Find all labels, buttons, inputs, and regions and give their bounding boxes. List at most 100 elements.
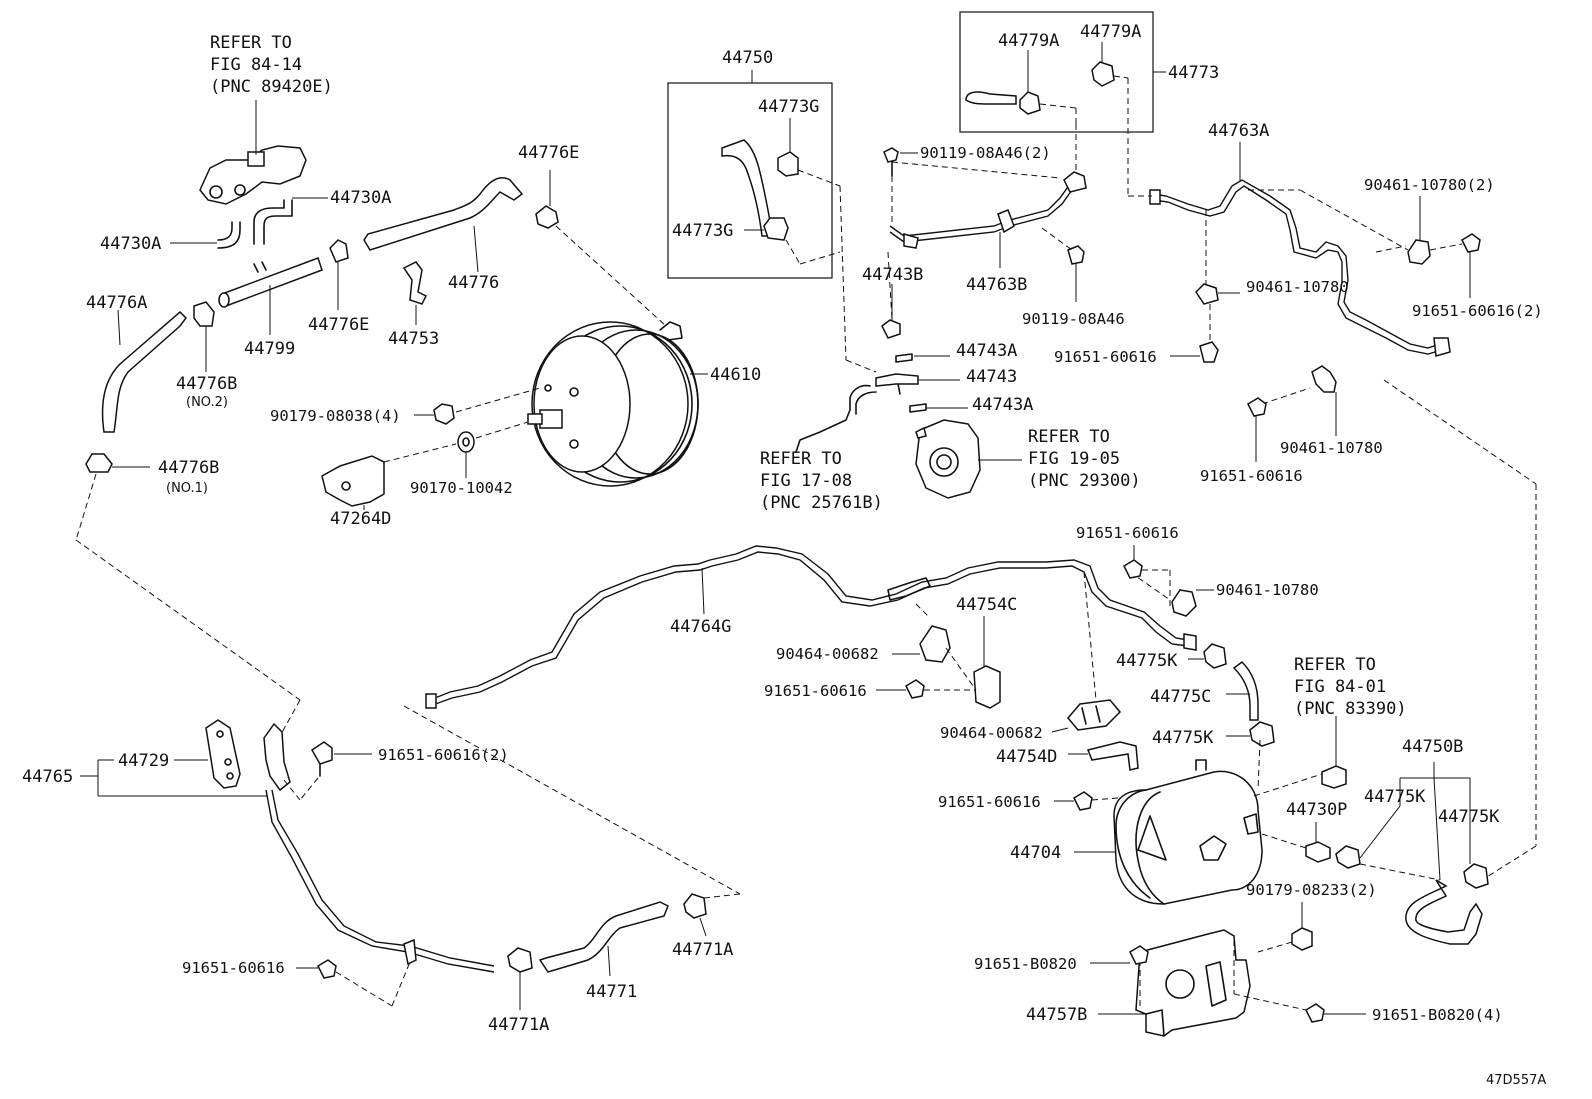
label-91651-60616-e: 91651-60616 bbox=[938, 793, 1041, 811]
label-44757B: 44757B bbox=[1026, 1005, 1087, 1025]
label-44776A: 44776A bbox=[86, 293, 147, 313]
label-44743B: 44743B bbox=[862, 265, 923, 285]
clip-90461-10780-2 bbox=[1407, 196, 1431, 265]
bolt-90119-08A46 bbox=[1067, 245, 1085, 302]
hose-ref-17-08 bbox=[795, 384, 877, 453]
ref-19-05-line2: FIG 19-05 bbox=[1028, 449, 1120, 469]
valve-44743 bbox=[875, 373, 960, 395]
label-44753: 44753 bbox=[388, 329, 439, 349]
label-44775C: 44775C bbox=[1150, 687, 1211, 707]
ref-17-08-line3: (PNC 25761B) bbox=[760, 493, 883, 513]
label-47264D: 47264D bbox=[330, 509, 391, 529]
label-90119-08A46: 90119-08A46 bbox=[1022, 310, 1125, 328]
label-44730P: 44730P bbox=[1286, 800, 1347, 820]
bracket-44754C bbox=[973, 616, 1001, 709]
clamp-44753 bbox=[402, 261, 428, 325]
bolt-91651-60616-c bbox=[1123, 545, 1143, 579]
label-91651-B0820: 91651-B0820 bbox=[974, 955, 1077, 973]
label-44775K-d: 44775K bbox=[1438, 807, 1500, 827]
label-44776B-no2: 44776B bbox=[176, 374, 237, 394]
clip-90461-10780-b bbox=[1311, 365, 1337, 436]
clip-44776B-no1 bbox=[85, 453, 150, 473]
vacuum-pump-ref-19-05 bbox=[915, 419, 1022, 499]
clip-44775K-b bbox=[1226, 721, 1275, 747]
bolt-91651-60616-b bbox=[1247, 397, 1267, 462]
clip-90464-00682-a bbox=[892, 625, 951, 663]
ref-84-14-line2: FIG 84-14 bbox=[210, 55, 302, 75]
label-90461-10780-c: 90461-10780 bbox=[1216, 581, 1319, 599]
ref-84-01-line1: REFER TO bbox=[1294, 655, 1376, 675]
label-44764G: 44764G bbox=[670, 617, 731, 637]
label-90464-00682-b: 90464-00682 bbox=[940, 724, 1043, 742]
washer-90170-10042 bbox=[457, 431, 475, 478]
label-44704: 44704 bbox=[1010, 843, 1061, 863]
hose-44730A-a bbox=[217, 221, 241, 249]
label-44754C: 44754C bbox=[956, 595, 1017, 615]
label-44750B: 44750B bbox=[1402, 737, 1463, 757]
label-90461-10780-2: 90461-10780(2) bbox=[1364, 176, 1495, 194]
pipe-44764G bbox=[429, 545, 1189, 707]
label-44779A-a: 44779A bbox=[998, 31, 1059, 51]
label-44763A: 44763A bbox=[1208, 121, 1269, 141]
label-44754D: 44754D bbox=[996, 747, 1057, 767]
clip-90461-10780-c bbox=[1171, 589, 1214, 617]
bolt-91651-60616-e bbox=[1054, 791, 1093, 811]
bolt-91651-60616-f bbox=[296, 959, 337, 979]
label-44776B-no2-note: (NO.2) bbox=[186, 395, 228, 410]
bolt-91651-60616-2b bbox=[311, 741, 372, 777]
ref-84-14-line3: (PNC 89420E) bbox=[210, 77, 333, 97]
ref-17-08-line2: FIG 17-08 bbox=[760, 471, 852, 491]
label-44743A-a: 44743A bbox=[956, 341, 1017, 361]
label-91651-60616-2b: 91651-60616(2) bbox=[378, 746, 509, 764]
pipe-44763B bbox=[889, 179, 1085, 243]
hose-44750B bbox=[1405, 879, 1483, 945]
clip-44775K-a bbox=[1188, 643, 1227, 669]
clamp-44743A-a bbox=[895, 353, 950, 363]
ref-19-05-line3: (PNC 29300) bbox=[1028, 471, 1141, 491]
brake-booster-44610 bbox=[527, 321, 708, 487]
label-44765: 44765 bbox=[22, 767, 73, 787]
label-90461-10780-a: 90461-10780 bbox=[1246, 278, 1349, 296]
label-44775K-c: 44775K bbox=[1364, 787, 1426, 807]
label-90119-08A46-2: 90119-08A46(2) bbox=[920, 144, 1051, 162]
label-44799: 44799 bbox=[244, 339, 295, 359]
label-91651-60616-2a: 91651-60616(2) bbox=[1412, 302, 1543, 320]
label-90179-08233: 90179-08233(2) bbox=[1246, 881, 1377, 899]
label-44776E-a: 44776E bbox=[308, 315, 369, 335]
clip-90461-10780-a bbox=[1195, 283, 1240, 305]
label-44771A-a: 44771A bbox=[488, 1015, 549, 1035]
label-90464-00682-a: 90464-00682 bbox=[776, 645, 879, 663]
label-44730A-a: 44730A bbox=[100, 234, 161, 254]
hose-44776A bbox=[101, 310, 187, 433]
label-44776: 44776 bbox=[448, 273, 499, 293]
nut-90179-08233 bbox=[1291, 902, 1313, 951]
label-91651-60616-b: 91651-60616 bbox=[1200, 467, 1303, 485]
bolt-91651-60616-a bbox=[1170, 341, 1219, 363]
ref-fig-84-14-part bbox=[199, 100, 307, 205]
group-box-44750 bbox=[667, 82, 833, 279]
hose-clip-44773-assy bbox=[965, 42, 1129, 128]
label-44773G-b: 44773G bbox=[672, 221, 733, 241]
connector-44743B bbox=[881, 284, 901, 339]
label-90170-10042: 90170-10042 bbox=[410, 479, 513, 497]
hose-44776 bbox=[363, 176, 524, 251]
hose-44775C bbox=[1232, 661, 1259, 721]
bolt-91651-B0820 bbox=[1090, 945, 1149, 965]
ref-19-05-line1: REFER TO bbox=[1028, 427, 1110, 447]
hose-44730A-b bbox=[253, 199, 293, 245]
fitting-44730P bbox=[1305, 822, 1331, 863]
clip-44771A-b bbox=[683, 893, 707, 937]
label-44776E-b: 44776E bbox=[518, 143, 579, 163]
label-44775K-a: 44775K bbox=[1116, 651, 1178, 671]
label-44743: 44743 bbox=[966, 367, 1017, 387]
ref-84-01-line2: FIG 84-01 bbox=[1294, 677, 1386, 697]
fitting-ref-84-01 bbox=[1321, 716, 1347, 789]
clip-44773G-b bbox=[744, 217, 789, 241]
ref-17-08-line1: REFER TO bbox=[760, 449, 842, 469]
diagram-code: 47D557A bbox=[1486, 1073, 1546, 1088]
label-44750: 44750 bbox=[722, 48, 773, 68]
label-44776B-no1: 44776B bbox=[158, 458, 219, 478]
clip-44773G-a bbox=[777, 118, 799, 177]
label-44763B: 44763B bbox=[966, 275, 1027, 295]
label-91651-B0820-4: 91651-B0820(4) bbox=[1372, 1006, 1503, 1024]
